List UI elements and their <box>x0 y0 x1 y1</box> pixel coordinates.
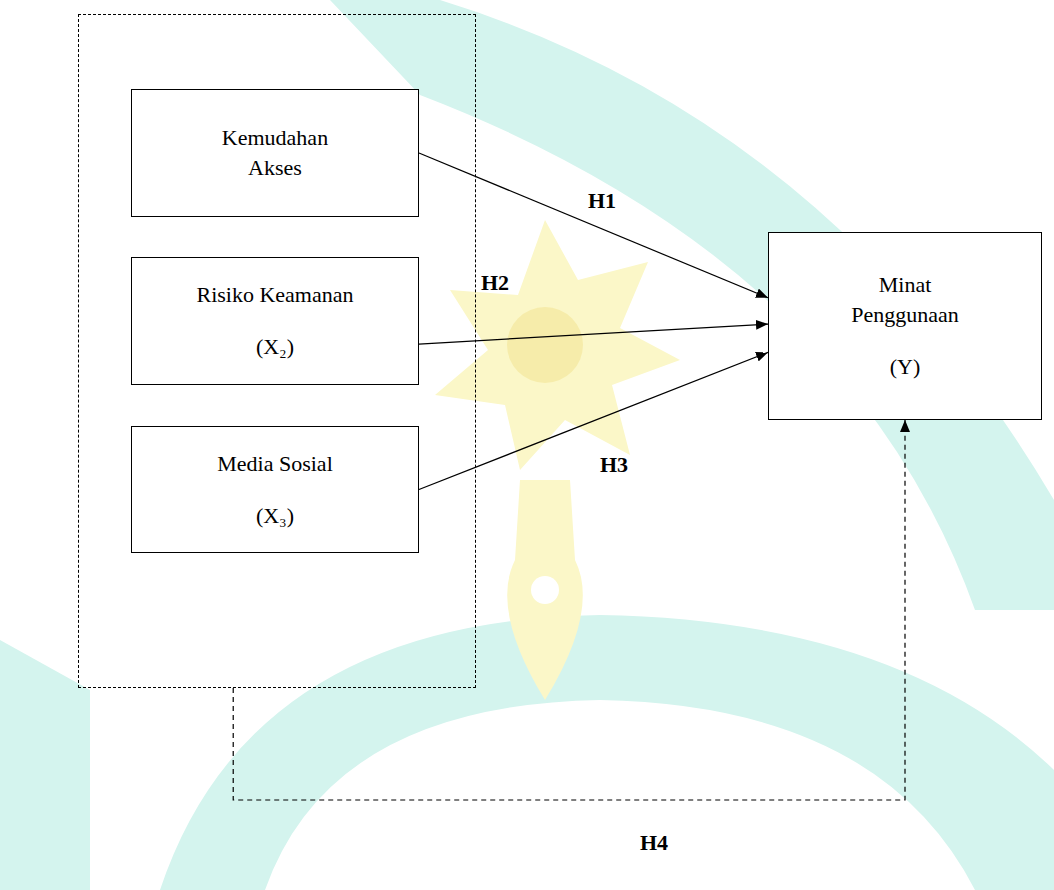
node-text: Kemudahan Akses <box>200 123 350 182</box>
watermark-dot <box>507 307 583 383</box>
hypothesis-label: H4 <box>640 830 668 856</box>
node-text: Media Sosial <box>217 449 333 479</box>
node-text: Minat Penggunaan <box>830 270 980 329</box>
node-text: (X₃) <box>256 501 294 531</box>
hypothesis-label: H1 <box>588 188 616 214</box>
node-text: (Y) <box>890 352 921 382</box>
watermark-pen-hole <box>531 576 559 604</box>
hypothesis-label: H2 <box>481 270 509 296</box>
watermark-band <box>0 640 90 890</box>
watermark-arch <box>160 615 1054 890</box>
watermark-arc <box>330 0 1054 610</box>
text-stack: Kemudahan Akses <box>200 123 350 182</box>
arrow-connector <box>419 324 768 344</box>
variable-box: Media Sosial (X₃) <box>131 426 419 553</box>
hypothesis-label: H3 <box>600 452 628 478</box>
text-stack: Risiko Keamanan (X₂) <box>165 280 385 361</box>
watermark-star <box>435 220 680 470</box>
text-stack: Media Sosial (X₃) <box>165 449 385 530</box>
variable-box: Kemudahan Akses <box>131 89 419 217</box>
node-text: (X₂) <box>256 332 294 362</box>
watermark-pen <box>507 480 583 700</box>
text-stack: Minat Penggunaan (Y) <box>830 270 980 381</box>
variable-box: Risiko Keamanan (X₂) <box>131 257 419 385</box>
variable-group: Kemudahan AksesRisiko Keamanan (X₂) Media … <box>78 14 476 688</box>
dependent-box: Minat Penggunaan (Y) <box>768 232 1042 420</box>
node-text: Risiko Keamanan <box>196 280 353 310</box>
arrow-connector <box>419 153 768 298</box>
arrow-connector <box>419 352 768 489</box>
